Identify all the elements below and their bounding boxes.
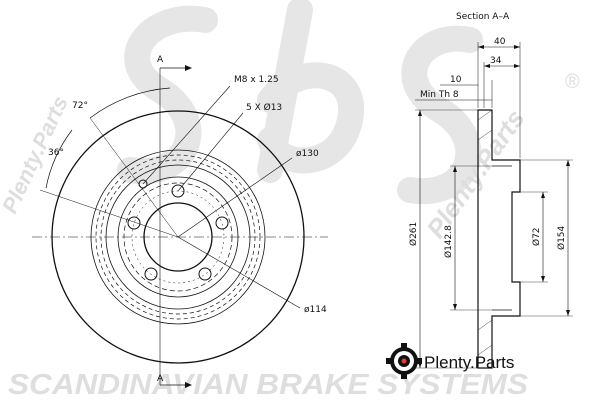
- section-profile: [477, 109, 521, 369]
- section-view-labels: Section A–A 40 34 10 Min Th 8 Ø261 Ø142.…: [408, 12, 567, 258]
- holes-label: 5 X Ø13: [246, 102, 282, 113]
- section-view: [415, 42, 573, 369]
- hatch-1: [477, 109, 493, 121]
- bolt-hole-4: [144, 267, 158, 281]
- section-title: Section A–A: [456, 12, 510, 22]
- hatch-2: [477, 129, 493, 141]
- section-arrowhead-top: [185, 65, 192, 71]
- thread-label: M8 x 1.25: [234, 75, 279, 85]
- registered-mark: ®: [565, 71, 580, 93]
- watermark-layer: SCANDINAVIAN BRAKE SYSTEMS Plenty.Parts …: [0, 0, 580, 400]
- hat-outer-label: Ø154: [556, 225, 567, 250]
- dim-40-label: 40: [494, 37, 506, 47]
- hatch-4: [477, 344, 493, 356]
- bolt-hole-3: [198, 267, 212, 281]
- plenty-parts-logo: Plenty.Parts: [386, 343, 514, 379]
- sbs-logo-watermark: [117, 0, 483, 205]
- angle-72-label: 72°: [72, 101, 88, 111]
- center-bore-label: ø114: [304, 305, 327, 315]
- leader-114: [177, 236, 301, 309]
- angle-arc-72: [89, 87, 171, 119]
- friction-ring-dashed-1: [95, 154, 261, 320]
- hatch-3: [477, 319, 493, 331]
- front-view: [32, 65, 328, 388]
- dim-10-label: 10: [450, 75, 462, 85]
- bolt-hole-1: [171, 184, 185, 198]
- angle-line-72: [89, 117, 179, 238]
- angle-line-36: [39, 189, 179, 238]
- section-marker-bottom: A: [157, 374, 164, 384]
- min-thickness-label: Min Th 8: [420, 90, 459, 100]
- leader-thread: [142, 85, 231, 185]
- section-marker-top: A: [157, 55, 164, 65]
- section-arrowhead-bottom: [185, 382, 192, 388]
- angle-arc-36: [45, 129, 73, 189]
- bore-diameter-label: Ø72: [531, 227, 542, 246]
- leader-holes: [177, 112, 244, 192]
- bolt-hole-5: [127, 216, 141, 230]
- plenty-watermark-right: Plenty.Parts: [420, 104, 530, 244]
- brand-watermark-text: SCANDINAVIAN BRAKE SYSTEMS: [8, 369, 529, 400]
- bolt-circle-label: ø130: [296, 149, 319, 159]
- front-view-labels: A A 72° 36° M8 x 1.25 5 X Ø13 ø130 ø114: [48, 55, 327, 384]
- hat-diameter-label: Ø142.8: [443, 225, 454, 258]
- leader-130: [177, 157, 293, 238]
- plenty-parts-text: Plenty.Parts: [424, 353, 514, 372]
- plenty-gear-icon: [386, 343, 422, 379]
- dim-34-label: 34: [490, 56, 502, 66]
- bolt-hole-2: [215, 216, 229, 230]
- outer-diameter-label: Ø261: [408, 222, 419, 246]
- angle-36-label: 36°: [48, 148, 64, 158]
